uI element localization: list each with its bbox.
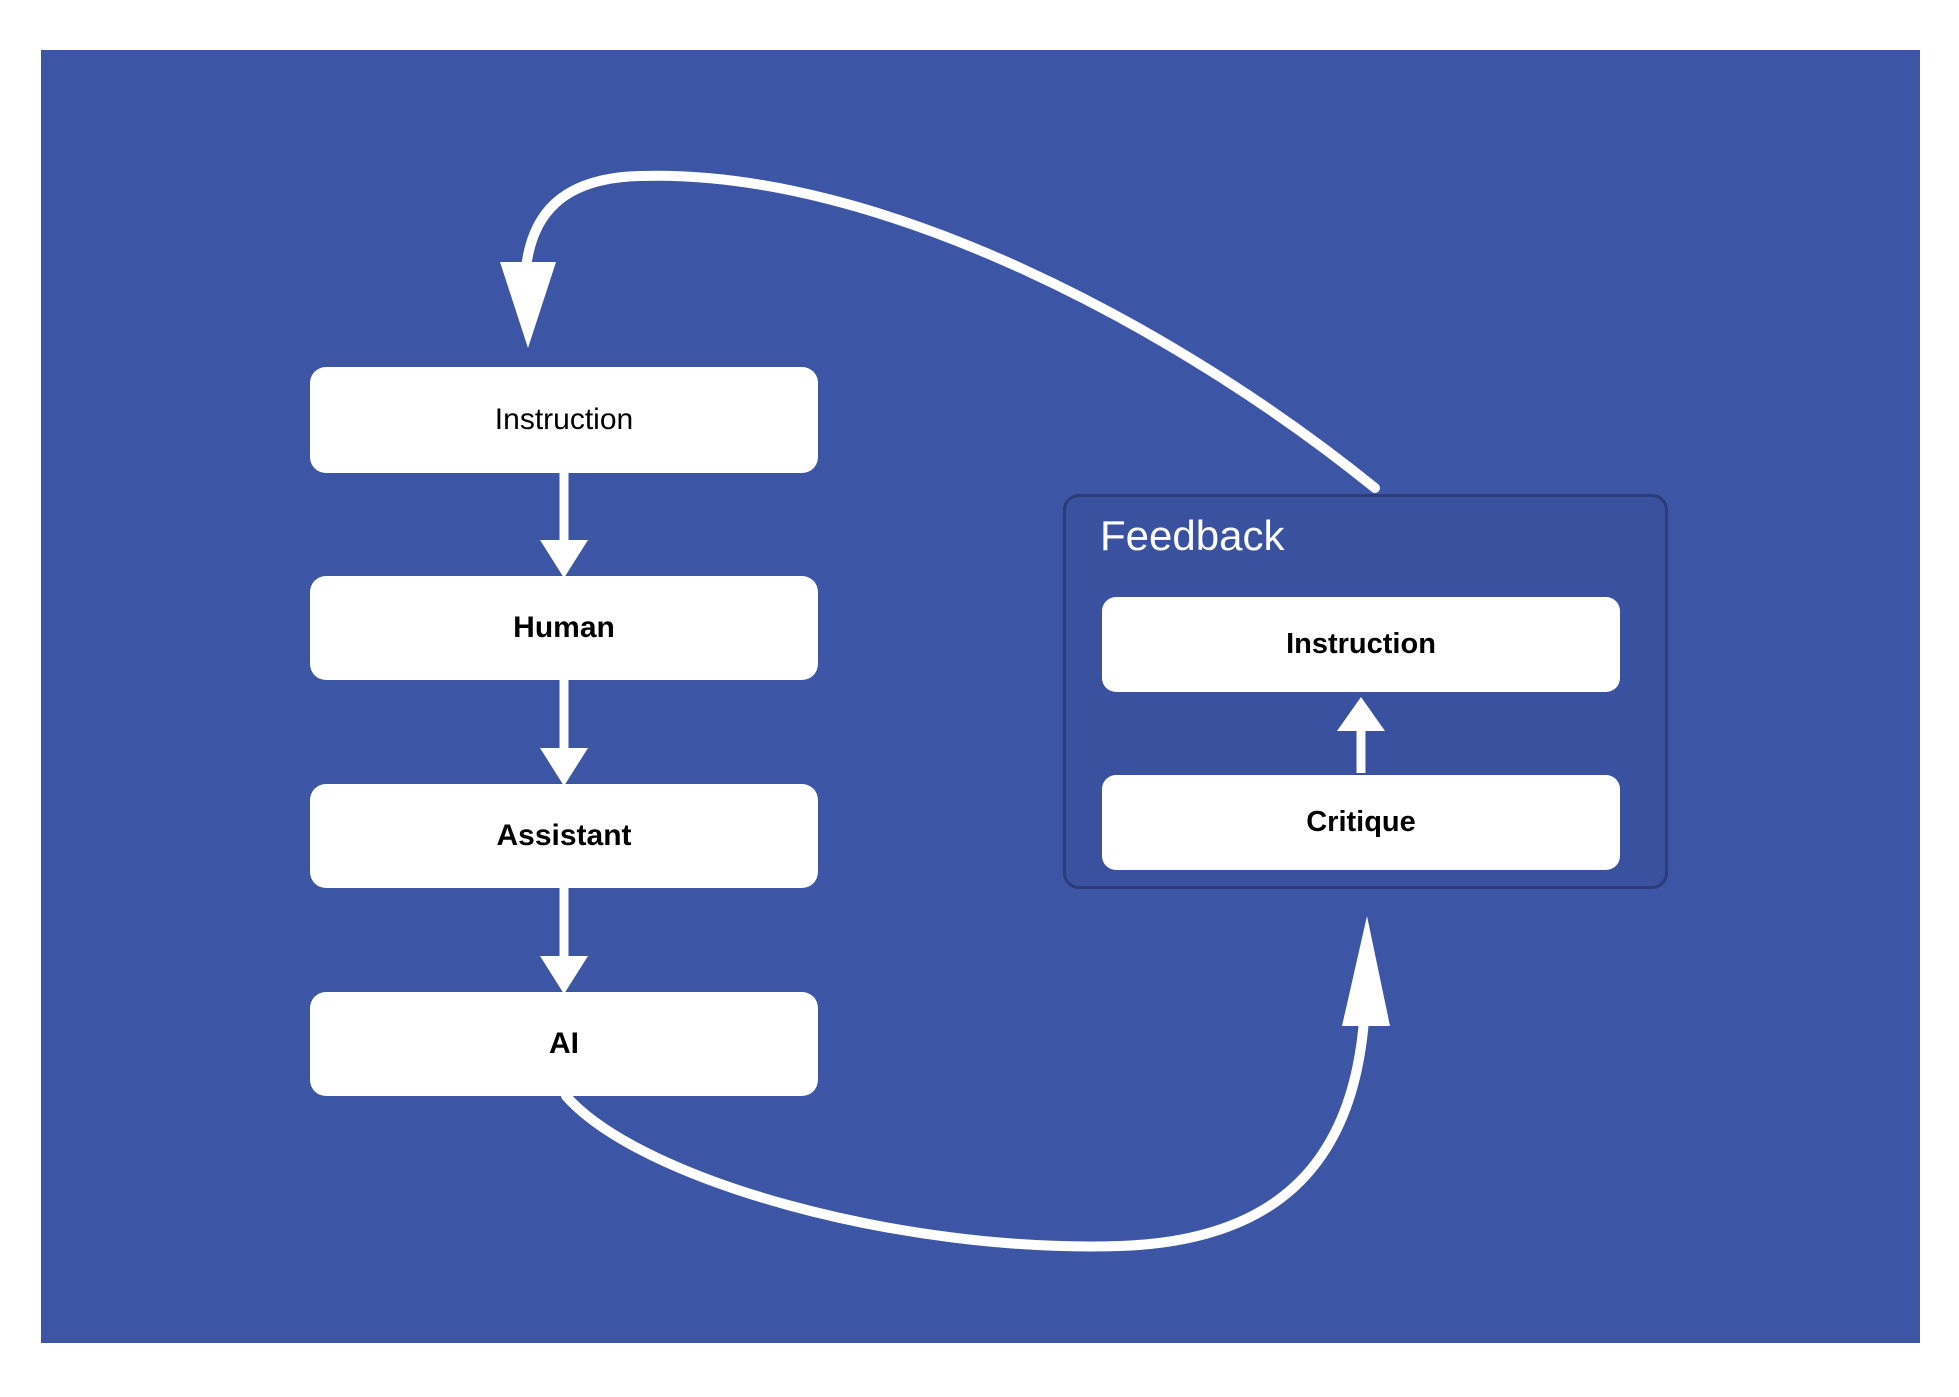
node-assistant[interactable]: Assistant [310,784,818,888]
node-assistant-label: Assistant [496,819,632,852]
node-instruction-label: Instruction [494,403,634,436]
node-feedback-critique-label: Critique [1306,806,1416,838]
node-feedback-instruction-label: Instruction [1286,628,1436,660]
node-feedback-instruction[interactable]: Instruction [1102,597,1620,692]
node-ai[interactable]: AI [310,992,818,1096]
node-human-label: Human [513,611,615,644]
feedback-group-title: Feedback [1100,512,1285,559]
node-human[interactable]: Human [310,576,818,680]
node-instruction[interactable]: Instruction [310,367,818,473]
node-feedback-critique[interactable]: Critique [1102,775,1620,870]
node-ai-label: AI [549,1027,579,1060]
